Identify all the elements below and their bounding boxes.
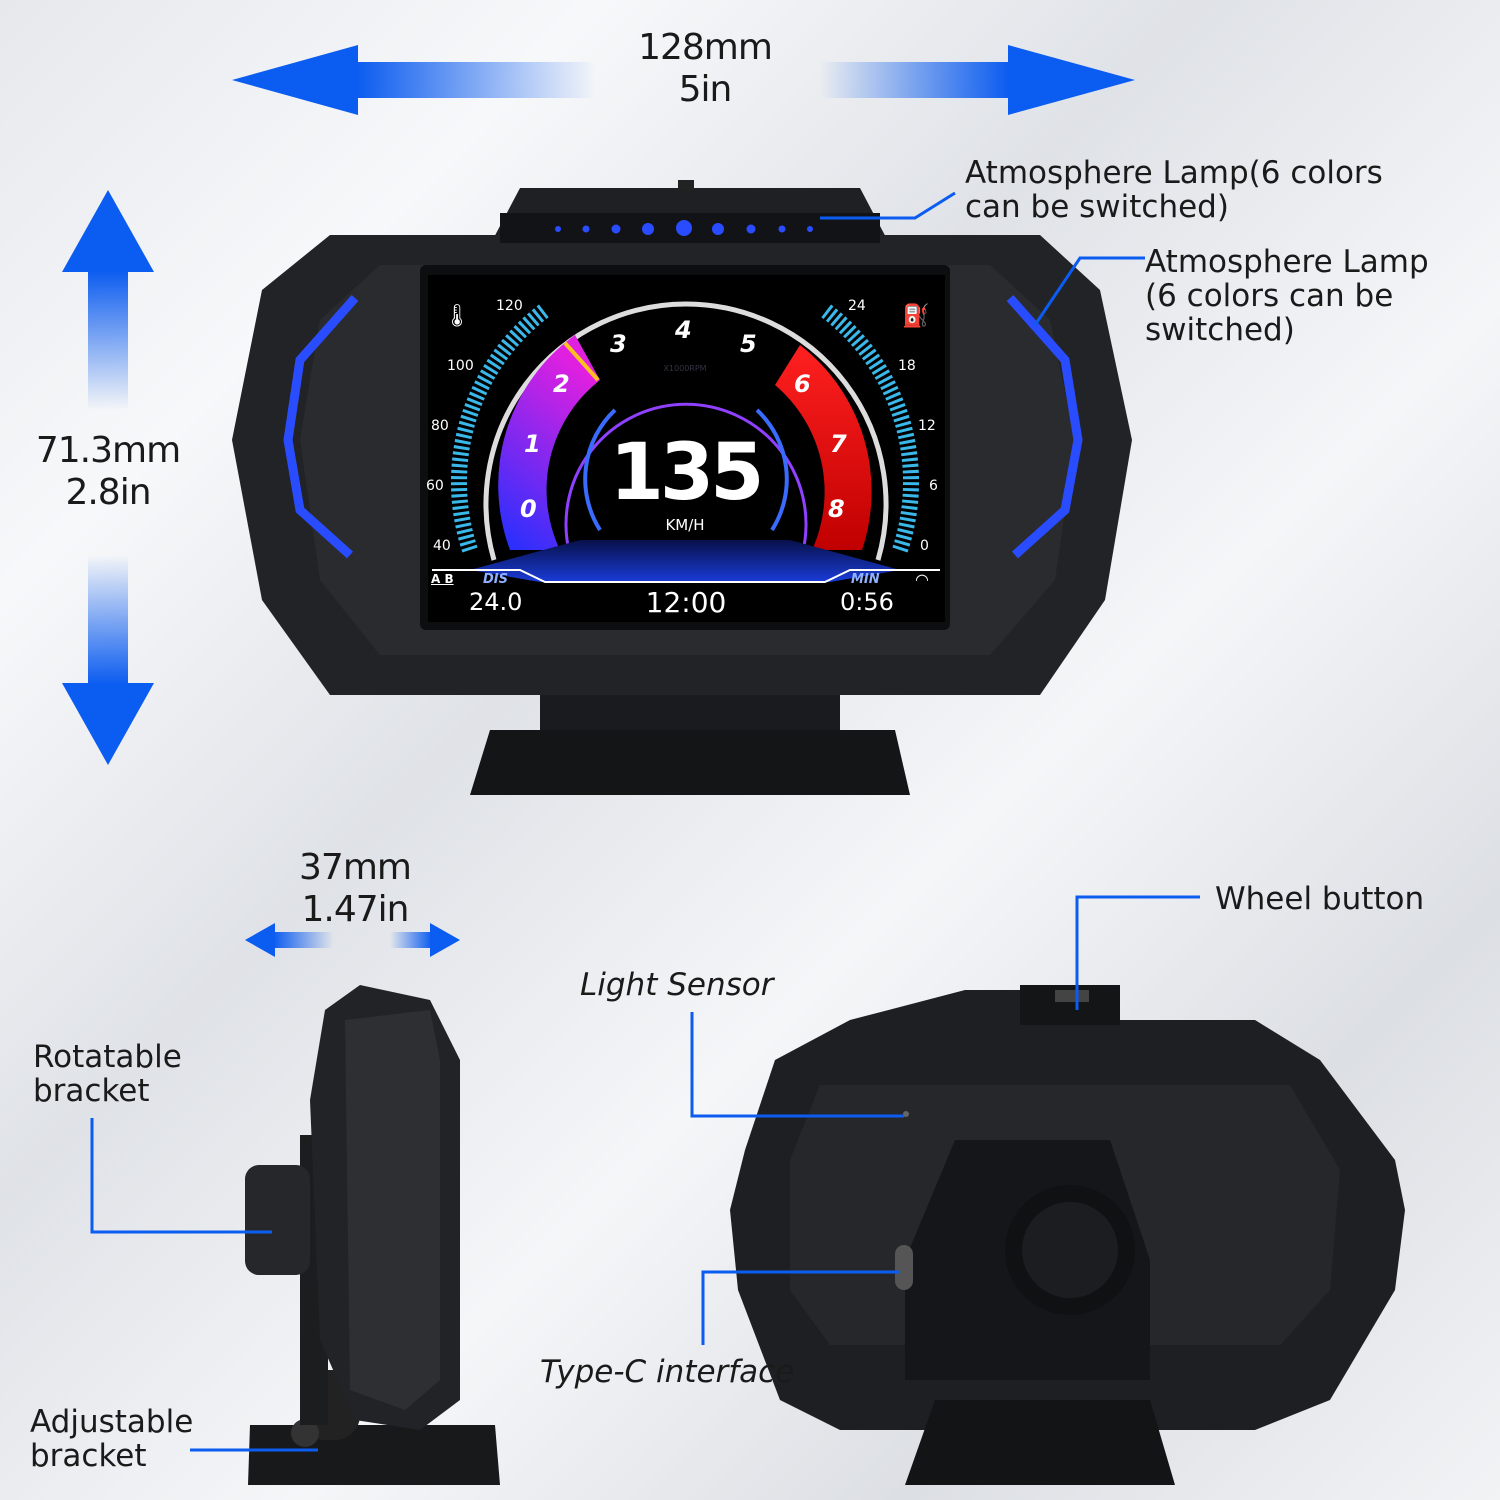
front-device (232, 180, 1132, 795)
callout-line: (6 colors can be (1145, 278, 1394, 314)
rpm-tick: 6 (794, 370, 811, 398)
fuel-tick: 18 (898, 358, 916, 374)
callout-adjustable: Adjustable bracket (30, 1405, 193, 1473)
callout-rotatable: Rotatable bracket (33, 1040, 182, 1108)
depth-in: 1.47in (301, 889, 410, 930)
temp-tick: 120 (496, 298, 523, 314)
depth-mm: 37mm (299, 847, 412, 888)
callout-line: switched) (1145, 312, 1295, 348)
temp-tick: 80 (431, 418, 449, 434)
fuel-pump-icon: ⛽ (902, 304, 930, 329)
dis-label: DIS (483, 572, 508, 587)
height-mm: 71.3mm (35, 430, 181, 471)
callout-side-lamp: Atmosphere Lamp (6 colors can be switche… (1145, 245, 1429, 347)
callout-line: bracket (30, 1438, 147, 1474)
fuel-tick: 12 (918, 418, 936, 434)
callout-line: Adjustable (30, 1404, 194, 1440)
speed-unit: KM/H (665, 516, 705, 534)
leader-lines (90, 191, 1200, 1452)
temp-tick: 60 (426, 478, 444, 494)
rpm-tick: 8 (828, 495, 845, 523)
clock: 12:00 (645, 586, 727, 619)
width-dimension: 128mm 5in (610, 27, 800, 111)
back-device (730, 985, 1405, 1485)
rpm-tick: 4 (675, 316, 692, 344)
callout-line: Rotatable (33, 1039, 182, 1075)
callout-type-c: Type-C interface (540, 1354, 795, 1390)
rpm-unit: X1000RPM (663, 364, 707, 373)
rpm-tick: 3 (610, 330, 627, 358)
coolant-temp-icon: 🌡 (443, 304, 471, 329)
min-label: MIN (851, 572, 880, 587)
min-value: 0:56 (840, 588, 894, 616)
fuel-tick: 6 (929, 478, 938, 494)
callout-light-sensor: Light Sensor (580, 967, 774, 1003)
rpm-tick: 2 (553, 370, 570, 398)
rpm-tick: 1 (524, 430, 541, 458)
depth-arrow (245, 923, 460, 957)
fuel-tick: 24 (848, 298, 866, 314)
side-device (245, 985, 500, 1485)
rpm-tick: 7 (830, 430, 847, 458)
height-arrow (62, 190, 154, 765)
rpm-tick: 5 (740, 330, 757, 358)
dis-value: 24.0 (469, 588, 523, 616)
temp-tick: 40 (433, 538, 451, 554)
side-lamp-left (283, 295, 359, 559)
callout-wheel-button: Wheel button (1215, 881, 1425, 917)
trip-ab-icon: A B (431, 572, 454, 586)
width-mm: 128mm (638, 27, 773, 68)
side-lamp-right (1006, 295, 1083, 559)
rpm-tick: 0 (520, 495, 537, 523)
fuel-tick: 0 (920, 538, 929, 554)
speed-gauge-icon: ◠ (915, 570, 929, 589)
temp-tick: 100 (447, 358, 474, 374)
speed-readout: 135 (609, 428, 765, 518)
height-dimension: 71.3mm 2.8in (18, 430, 198, 514)
width-arrow (232, 45, 1135, 115)
callout-line: Atmosphere Lamp(6 colors (965, 155, 1383, 191)
width-in: 5in (678, 69, 733, 110)
depth-dimension: 37mm 1.47in (265, 847, 445, 931)
height-in: 2.8in (65, 472, 151, 513)
callout-line: Atmosphere Lamp (1145, 244, 1429, 280)
callout-line: can be switched) (965, 189, 1229, 225)
atmosphere-lamp-dots (555, 220, 813, 236)
callout-line: bracket (33, 1073, 150, 1109)
callout-top-lamp: Atmosphere Lamp(6 colors can be switched… (965, 156, 1383, 224)
